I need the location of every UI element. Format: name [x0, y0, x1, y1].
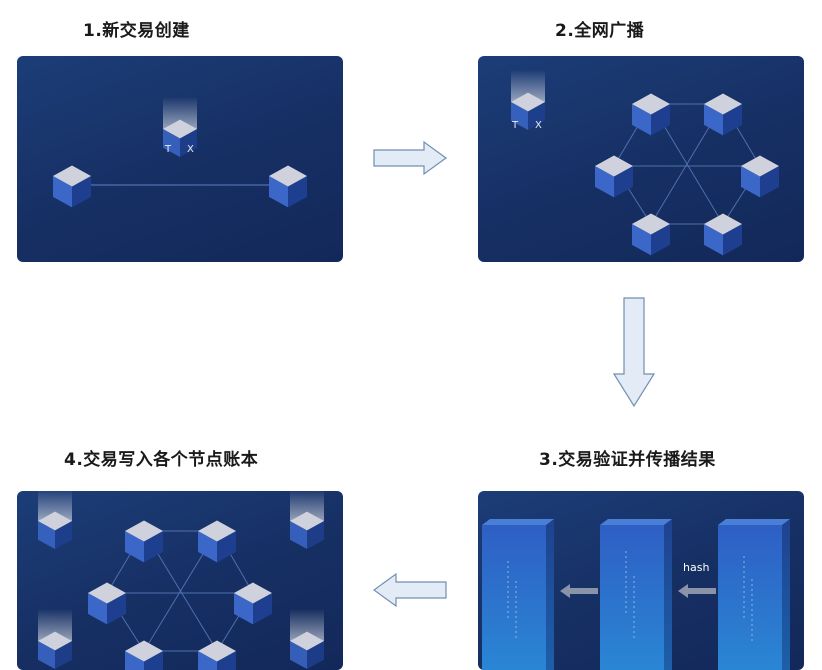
network-node-4: [741, 155, 779, 198]
hash-label: hash: [683, 561, 709, 574]
ledger-write-diagram: [38, 491, 324, 670]
ledger-cube-bottom-left: [38, 608, 72, 670]
tx-letter-t: T: [164, 144, 172, 155]
panel-ledger-write: [17, 491, 343, 670]
network-node-2: [704, 93, 742, 136]
network-node-6: [704, 213, 742, 256]
step-3-title: 3.交易验证并传播结果: [539, 450, 716, 470]
node-cube-right: [269, 165, 307, 208]
arrow-down: [612, 297, 656, 408]
tx-letter-x: X: [187, 144, 194, 155]
tx-letter-x: X: [535, 120, 542, 131]
network-node-5: [632, 213, 670, 256]
step-4-title: 4.交易写入各个节点账本: [64, 450, 259, 470]
ledger-cube-top-left: [38, 491, 72, 550]
transaction-cube: [511, 69, 545, 131]
network-node-3: [88, 582, 126, 625]
block-2: [600, 519, 672, 670]
new-transaction-diagram: T X: [53, 96, 307, 208]
chain-arrow-2: [678, 584, 716, 598]
ledger-cube-bottom-right: [290, 608, 324, 670]
ledger-cube-top-right: [290, 491, 324, 550]
step-2-title: 2.全网广播: [555, 21, 645, 41]
arrow-right: [373, 140, 448, 176]
broadcast-diagram: T X: [511, 69, 779, 256]
panel-new-transaction: T X: [17, 56, 343, 262]
tx-letter-t: T: [511, 120, 519, 131]
block-1: [482, 519, 554, 670]
network-node-1: [632, 93, 670, 136]
verification-diagram: hash: [482, 519, 790, 670]
network-node-3: [595, 155, 633, 198]
network-node-6: [198, 640, 236, 670]
block-3: [718, 519, 790, 670]
step-1-title: 1.新交易创建: [83, 21, 190, 41]
arrow-left: [372, 572, 447, 608]
network-node-1: [125, 520, 163, 563]
panel-broadcast: T X: [478, 56, 804, 262]
panel-verification: hash: [478, 491, 804, 670]
network-node-5: [125, 640, 163, 670]
chain-arrow-1: [560, 584, 598, 598]
network-node-4: [234, 582, 272, 625]
transaction-cube: [163, 96, 197, 158]
network-node-2: [198, 520, 236, 563]
node-cube-left: [53, 165, 91, 208]
